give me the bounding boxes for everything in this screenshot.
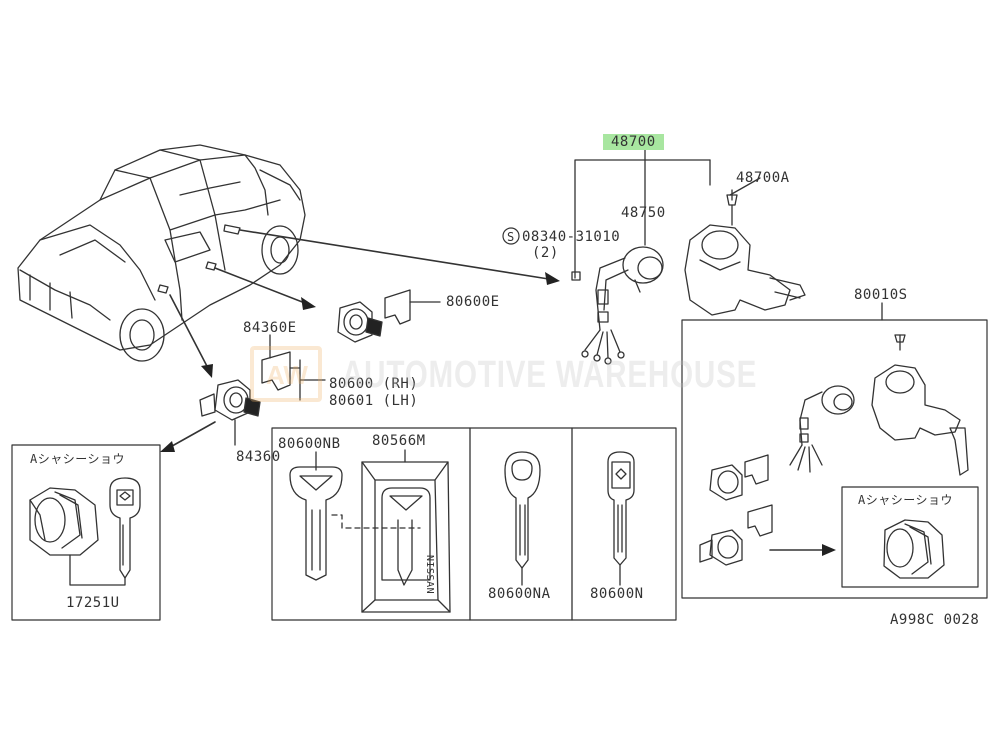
door-lock-lh: [199, 334, 326, 446]
part-label-80601-lh: 80601 (LH): [329, 393, 419, 409]
steering-lock-group: [571, 149, 806, 365]
part-label-80010S: 80010S: [854, 287, 908, 303]
key-cylinder-left: [29, 487, 99, 556]
part-label-80600E: 80600E: [446, 294, 500, 310]
key-tag-80566M: [361, 449, 451, 613]
part-label-80566M: 80566M: [372, 433, 426, 449]
lock-set-80010S: [699, 334, 969, 566]
s-mark: S: [507, 230, 515, 244]
part-label-80600NB: 80600NB: [278, 436, 341, 452]
part-label-48750: 48750: [621, 205, 666, 221]
key-blank-left: [109, 477, 141, 579]
key-80600NB: [289, 451, 343, 581]
part-label-84360E: 84360E: [243, 320, 297, 336]
part-label-48700A: 48700A: [736, 170, 790, 186]
watermark-logo: AW: [250, 346, 322, 402]
box-a-label-right: Aシャシーショウ: [858, 493, 953, 507]
nissan-tag-text: NISSAN: [424, 555, 435, 595]
box-a-label-left: Aシャシーショウ: [30, 452, 125, 466]
key-80600NA: [504, 451, 541, 586]
pickup-truck-illustration: [17, 144, 306, 362]
part-quantity-08340: (2): [532, 245, 559, 261]
part-label-80600NA: 80600NA: [488, 586, 551, 602]
part-label-08340-31010: 08340-31010: [522, 229, 621, 245]
part-label-80600N: 80600N: [590, 586, 644, 602]
watermark-logo-text: AW: [266, 360, 308, 390]
key-80600N: [607, 451, 635, 586]
part-label-84360: 84360: [236, 449, 281, 465]
door-lock-rh: [337, 289, 441, 343]
location-arrows: [164, 229, 831, 551]
key-cylinder-right: [883, 519, 945, 579]
part-label-80600-rh: 80600 (RH): [329, 376, 419, 392]
watermark-text: AUTOMOTIVE WAREHOUSE: [342, 354, 758, 396]
diagram-code: A998C 0028: [890, 612, 980, 628]
part-label-17251U: 17251U: [66, 595, 120, 611]
part-label-48700: 48700: [603, 134, 664, 150]
watermark: AW AUTOMOTIVE WAREHOUSE: [250, 346, 770, 404]
